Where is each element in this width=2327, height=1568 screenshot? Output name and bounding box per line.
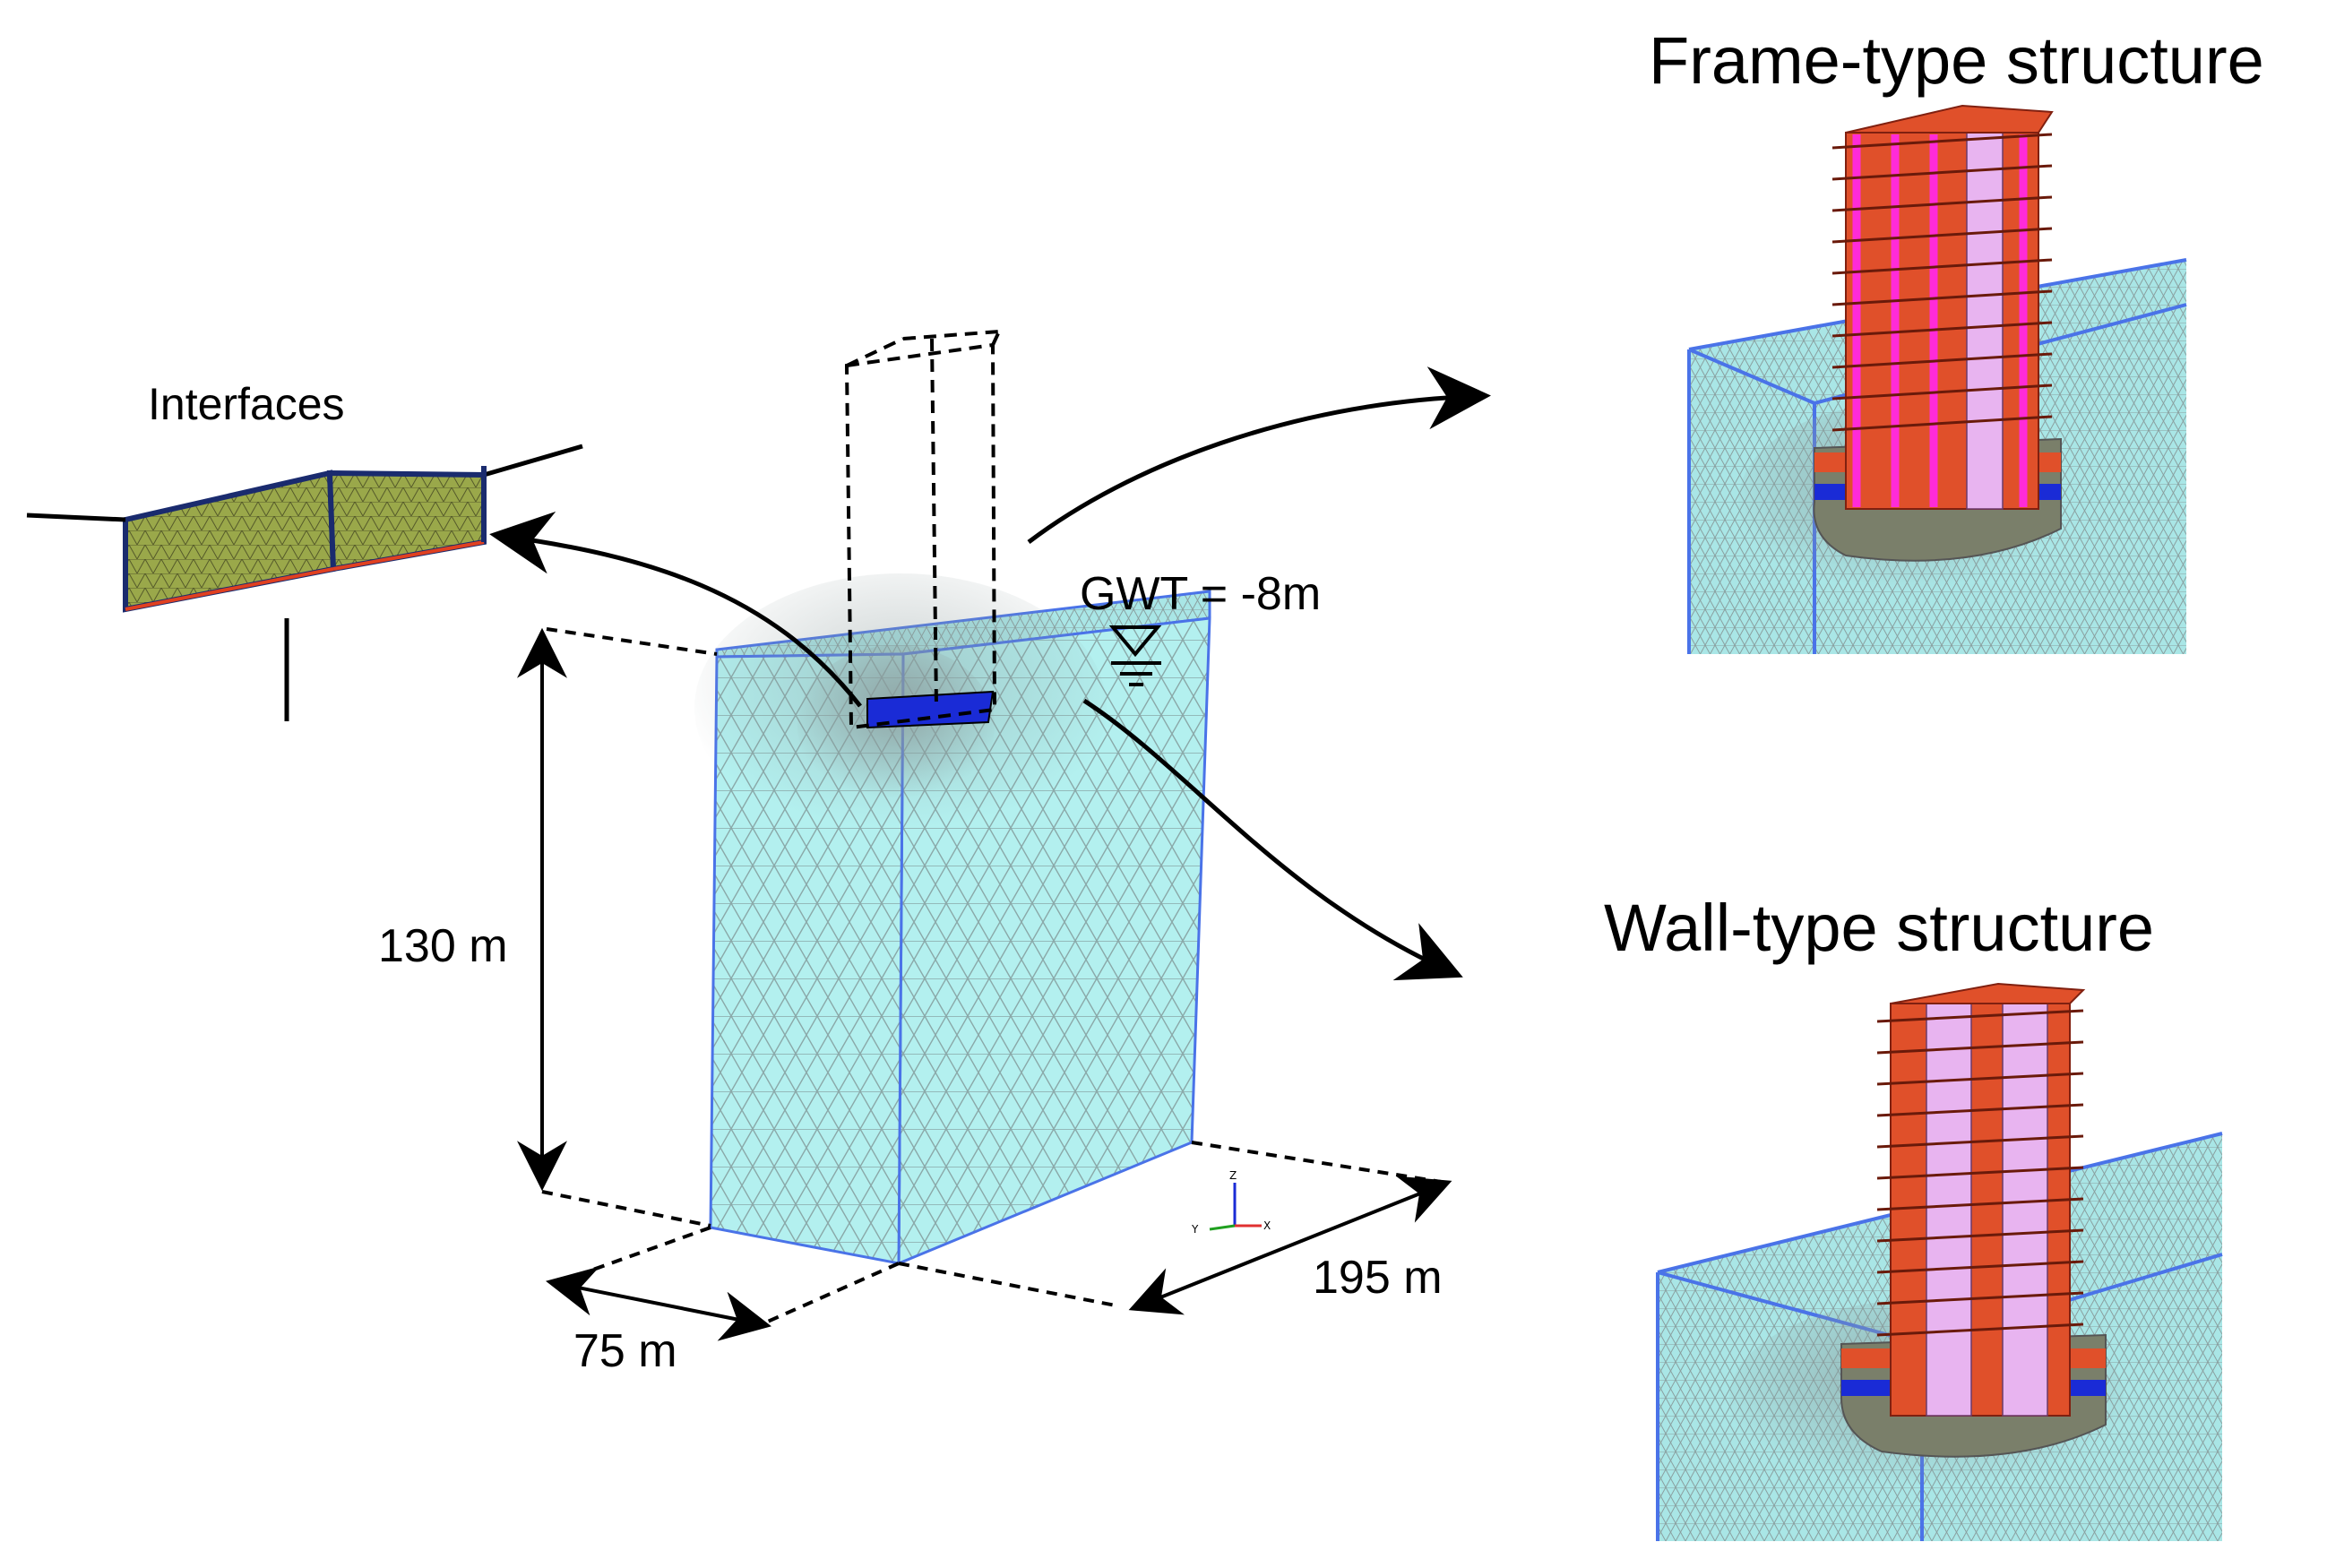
interfaces-label: Interfaces [148, 379, 345, 429]
frame-structure-title: Frame-type structure [1649, 23, 2264, 98]
gwt-label: GWT = -8m [1080, 568, 1322, 620]
wall-structure-title: Wall-type structure [1604, 891, 2155, 965]
width-dimension-label: 75 m [573, 1325, 677, 1377]
frame-structure-inset [1687, 104, 2187, 654]
axis-x-label: X [1263, 1219, 1271, 1232]
axis-z-label: Z [1229, 1169, 1237, 1182]
interfaces-inset [26, 444, 583, 721]
callout-arrows [489, 366, 1491, 981]
axis-triad: Z X Y [1191, 1169, 1271, 1236]
wall-structure-inset [1656, 982, 2223, 1541]
length-dimension-label: 195 m [1313, 1252, 1443, 1304]
height-dimension-label: 130 m [378, 920, 508, 972]
dimension-lines [517, 627, 1452, 1341]
water-table-symbol [1108, 625, 1162, 686]
soil-model: Z X Y [694, 330, 1271, 1266]
axis-y-label: Y [1191, 1223, 1199, 1236]
